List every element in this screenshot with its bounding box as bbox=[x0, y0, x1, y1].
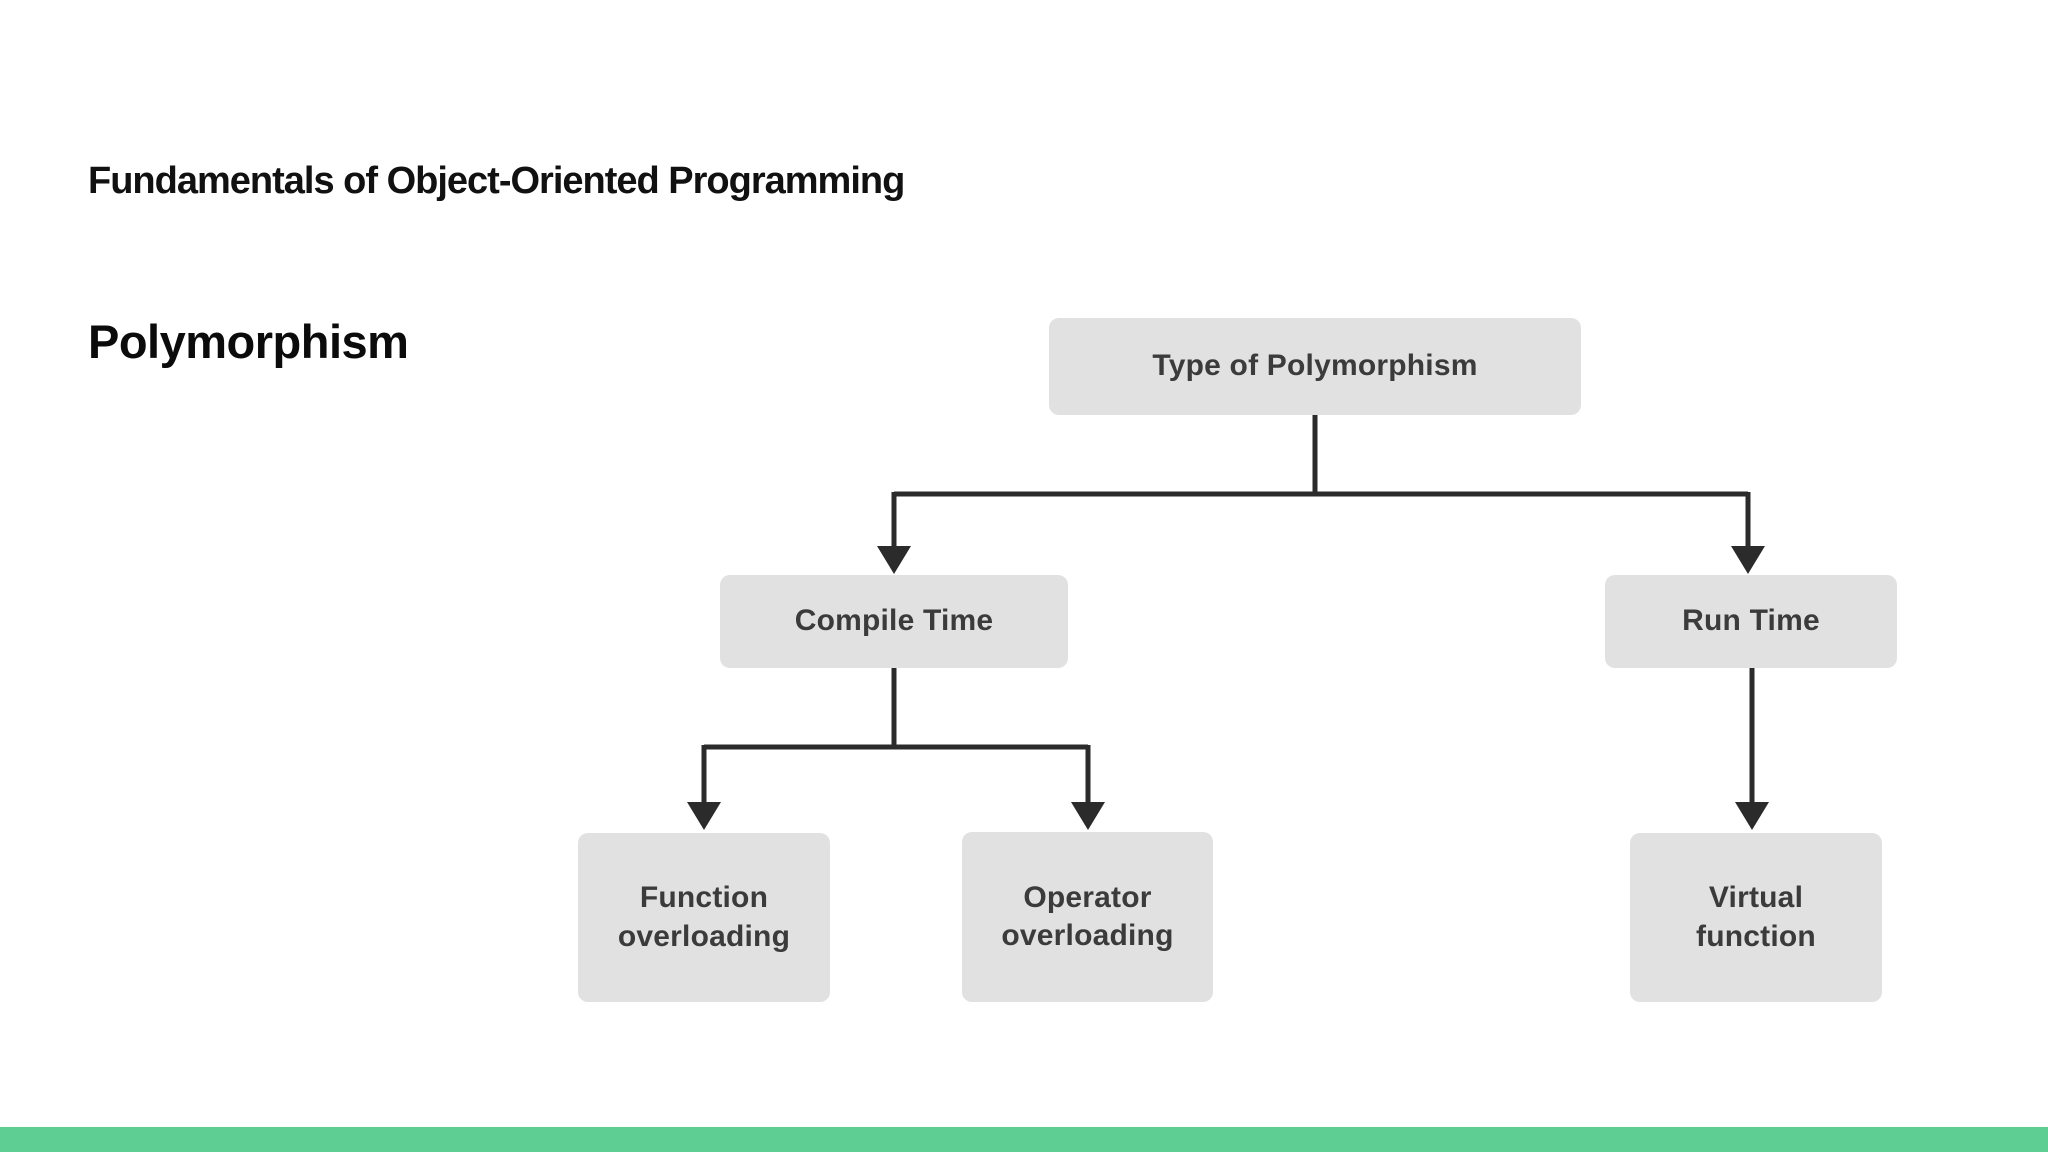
arrowhead-virtual-function-icon bbox=[1735, 802, 1769, 830]
arrowhead-operator-overloading-icon bbox=[1071, 802, 1105, 830]
arrowhead-compile-time-icon bbox=[877, 546, 911, 574]
node-function-overloading: Function overloading bbox=[578, 833, 830, 1002]
node-operator-overloading: Operator overloading bbox=[962, 832, 1213, 1002]
node-virtual-function: Virtual function bbox=[1630, 833, 1882, 1002]
course-title: Fundamentals of Object-Oriented Programm… bbox=[88, 160, 905, 202]
arrowhead-function-overloading-icon bbox=[687, 802, 721, 830]
node-run-time: Run Time bbox=[1605, 575, 1897, 668]
node-type-of-polymorphism: Type of Polymorphism bbox=[1049, 318, 1581, 415]
arrowhead-run-time-icon bbox=[1731, 546, 1765, 574]
node-compile-time: Compile Time bbox=[720, 575, 1068, 668]
page-title: Polymorphism bbox=[88, 315, 409, 368]
footer-accent-bar bbox=[0, 1127, 2048, 1152]
